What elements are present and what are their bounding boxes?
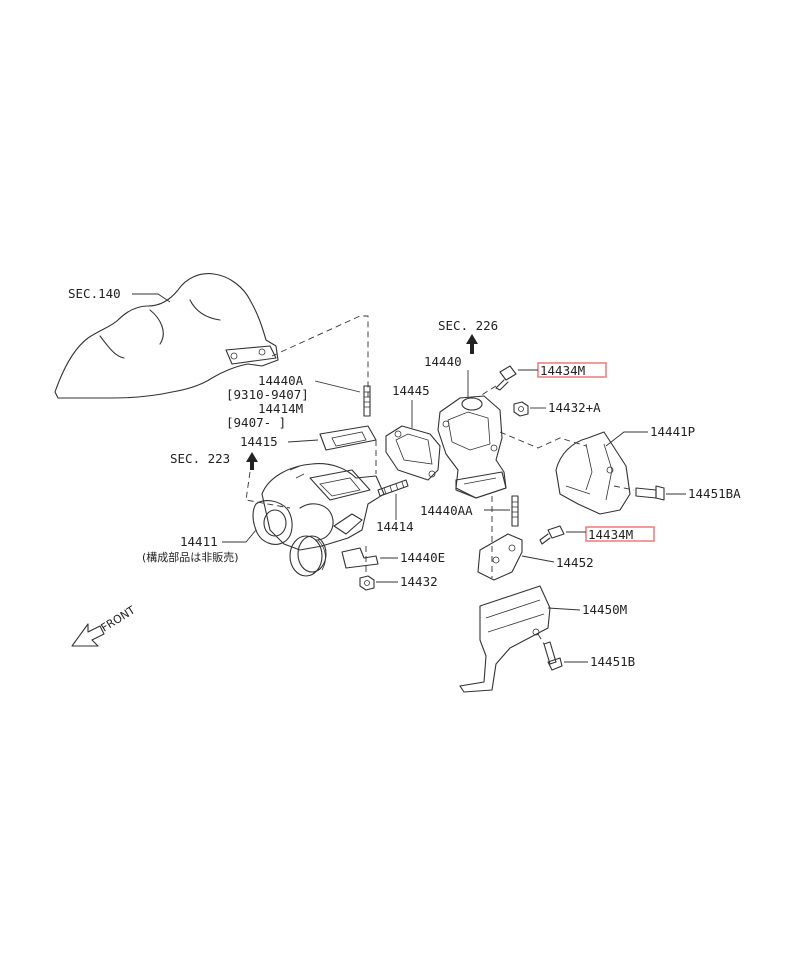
stud-14440aa (511, 495, 519, 527)
bolt-14434m-top (495, 365, 517, 391)
label-14434m-mid: 14434M (588, 527, 633, 542)
label-range-9310-9407: [9310-9407] (226, 387, 309, 402)
label-sec-223: SEC. 223 (170, 451, 230, 466)
gasket-14445 (385, 425, 441, 481)
bracket-14440e (341, 547, 379, 569)
label-14434m-top: 14434M (540, 363, 585, 378)
guide-bolt-14451b (537, 633, 545, 645)
front-direction-arrow (71, 623, 105, 647)
label-front: FRONT (99, 603, 138, 634)
leader-14452 (521, 555, 555, 563)
label-14450m: 14450M (582, 602, 627, 617)
heat-shield-14441p (555, 431, 631, 515)
leader-14411 (222, 529, 257, 543)
leader-14440a (314, 380, 361, 393)
guide-bolt-top (479, 385, 497, 397)
highlight-14434m-mid (585, 526, 655, 542)
leader-sec-140 (132, 293, 171, 303)
bolt-14451ba (635, 485, 665, 501)
exhaust-manifold (54, 273, 279, 399)
label-14440a: 14440A (258, 373, 304, 388)
label-14414m: 14414M (258, 401, 303, 416)
label-14445: 14445 (392, 383, 430, 398)
label-14432: 14432 (400, 574, 438, 589)
guide-manifold-to-stud (271, 315, 369, 400)
heat-shield-14450m (459, 585, 551, 693)
label-14440aa: 14440AA (420, 503, 473, 518)
label-range-9407: [9407- ] (226, 415, 286, 430)
bracket-14452 (477, 533, 523, 581)
label-14440: 14440 (424, 354, 462, 369)
arrow-sec-226 (466, 334, 478, 354)
label-14432a: 14432+A (548, 400, 601, 415)
label-14440e: 14440E (400, 550, 445, 565)
leader-14441p (605, 431, 648, 447)
guide-heat-shield (499, 431, 587, 449)
gasket-14415 (319, 425, 377, 451)
exhaust-outlet-14440 (437, 395, 507, 499)
label-14452: 14452 (556, 555, 594, 570)
label-14451b: 14451B (590, 654, 635, 669)
label-14441p: 14441P (650, 424, 695, 439)
label-14414: 14414 (376, 519, 414, 534)
stud-14440a (363, 385, 371, 417)
bolt-14434m-mid (539, 525, 565, 545)
nut-14432a (513, 401, 529, 417)
leader-14450m (547, 607, 581, 611)
stud-14414 (377, 479, 409, 497)
leader-14415 (287, 439, 319, 443)
guide-sec-223 (245, 471, 291, 509)
label-14415: 14415 (240, 434, 278, 449)
label-14411: 14411 (180, 534, 218, 549)
guide-bolt-14451ba (613, 485, 635, 491)
turbocharger-14411 (252, 463, 385, 577)
label-14451ba: 14451BA (688, 486, 741, 501)
bolt-14451b (543, 641, 563, 671)
nut-14432 (359, 575, 375, 591)
label-sec-140: SEC.140 (68, 286, 121, 301)
label-sec-226: SEC. 226 (438, 318, 498, 333)
arrow-sec-223 (246, 452, 258, 470)
label-not-sold-separately: (構成部品は非販売) (142, 550, 239, 564)
